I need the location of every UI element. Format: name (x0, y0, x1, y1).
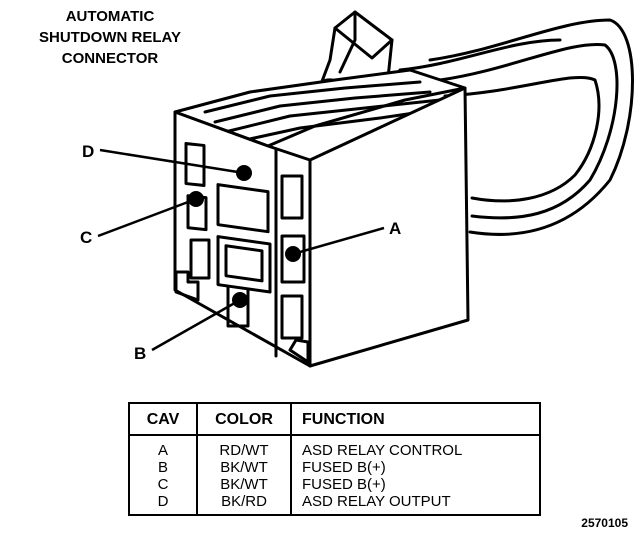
cell-color: BK/RD (197, 493, 292, 515)
cell-color: BK/WT (197, 476, 292, 493)
diagram-title: AUTOMATIC SHUTDOWN RELAY CONNECTOR (10, 6, 210, 69)
title-line-3: CONNECTOR (61, 50, 159, 67)
cavity-table: CAV COLOR FUNCTION A RD/WT ASD RELAY CON… (128, 402, 541, 516)
cavity-openings (174, 142, 310, 364)
title-line-2: SHUTDOWN RELAY (39, 29, 181, 46)
cell-function: ASD RELAY CONTROL (302, 442, 463, 459)
header-color: COLOR (197, 403, 292, 436)
table-header-row: CAV COLOR FUNCTION (129, 403, 540, 436)
leader-line-c (97, 197, 197, 238)
cell-color: RD/WT (197, 435, 292, 459)
wire-bundle (398, 18, 634, 236)
cell-cav: C (129, 476, 198, 493)
cell-color: BK/WT (197, 459, 292, 476)
leader-line-d (99, 148, 245, 175)
cell-function: ASD RELAY OUTPUT (302, 493, 451, 510)
cell-cav: B (129, 459, 198, 476)
cell-function: FUSED B(+) (302, 476, 386, 493)
figure-id: 2570105 (581, 516, 628, 530)
connector-side-face (308, 86, 470, 368)
callout-d: D (82, 142, 94, 161)
title-line-1: AUTOMATIC (65, 8, 155, 25)
cell-cav: D (129, 493, 198, 515)
header-cav: CAV (129, 403, 198, 436)
cell-cav: A (129, 435, 198, 459)
leader-line-a (292, 226, 385, 256)
header-function: FUNCTION (291, 403, 540, 436)
table-row: D BK/RD ASD RELAY OUTPUT (129, 493, 540, 515)
table-row: B BK/WT FUSED B(+) (129, 459, 540, 476)
callout-a: A (389, 219, 401, 238)
table-row: C BK/WT FUSED B(+) (129, 476, 540, 493)
cell-function: FUSED B(+) (302, 459, 386, 476)
callout-b: B (134, 344, 146, 363)
callout-c: C (80, 228, 92, 247)
table-row: A RD/WT ASD RELAY CONTROL (129, 435, 540, 459)
leader-line-b (151, 298, 241, 352)
